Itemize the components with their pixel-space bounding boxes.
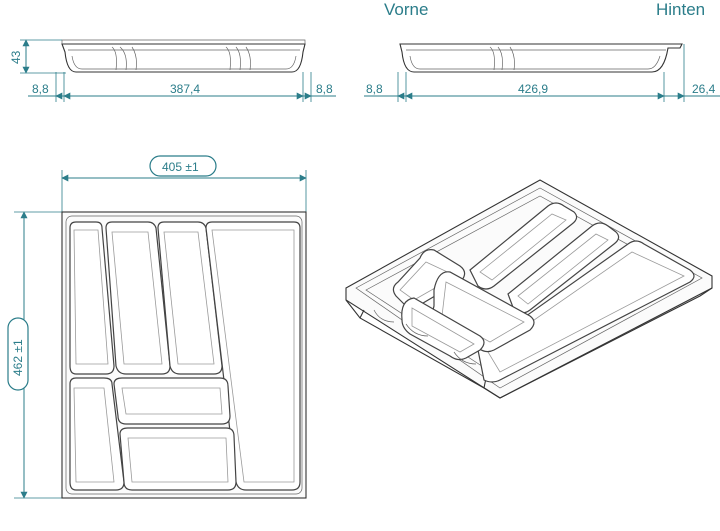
rear-elevation-view	[399, 43, 683, 73]
top-plan-view	[61, 211, 307, 499]
rear-view-label: Hinten	[656, 0, 705, 19]
rear-width-dimension: 8,8 426,9 26,4	[364, 44, 720, 102]
front-width-dimension: 8,8 387,4 8,8	[28, 72, 336, 102]
front-elevation-view	[61, 39, 306, 73]
top-width-text: 405 ±1	[162, 160, 199, 174]
front-left-margin-text: 8,8	[32, 82, 49, 96]
rear-right-margin-text: 26,4	[692, 82, 716, 96]
front-width-text: 387,4	[170, 82, 200, 96]
front-right-margin-text: 8,8	[316, 82, 333, 96]
rear-left-margin-text: 8,8	[366, 82, 383, 96]
rear-width-text: 426,9	[518, 82, 548, 96]
front-view-label: Vorne	[384, 0, 428, 19]
front-height-dimension: 43	[9, 39, 66, 74]
isometric-view	[345, 179, 713, 399]
top-width-dimension: 405 ±1	[61, 155, 307, 212]
front-height-text: 43	[9, 50, 23, 64]
top-depth-dimension: 462 ±1	[7, 211, 62, 499]
top-depth-text: 462 ±1	[11, 339, 25, 376]
